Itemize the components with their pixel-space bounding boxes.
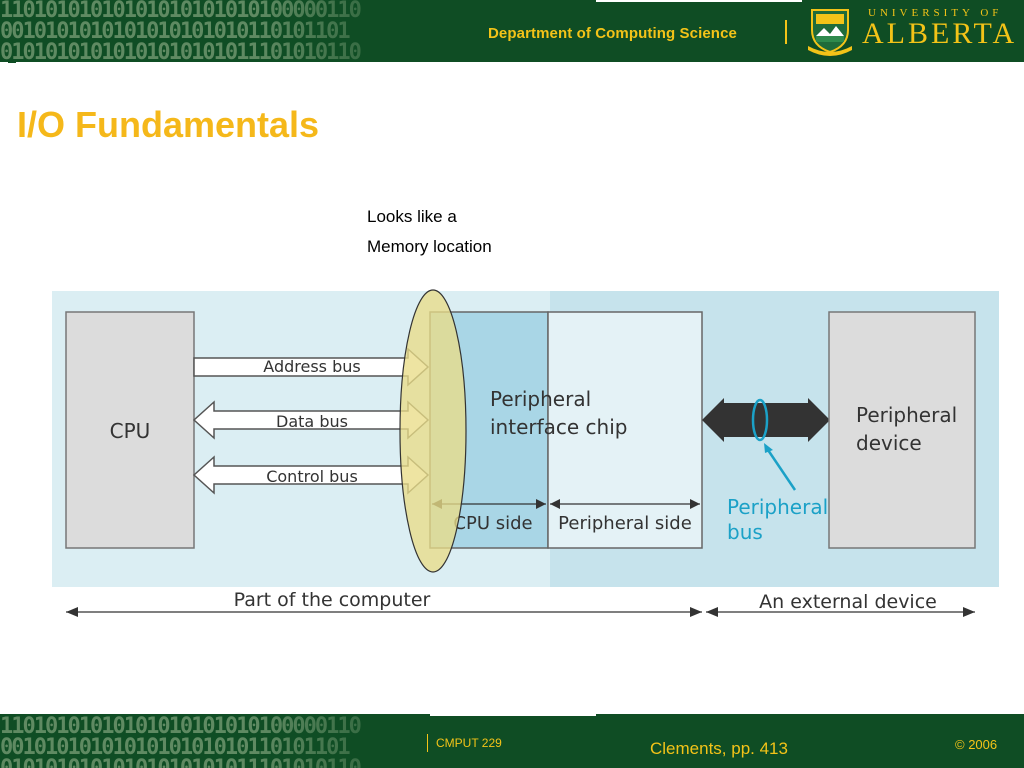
logo-label-main: ALBERTA [862, 17, 1018, 50]
binary-fade [0, 0, 470, 62]
arrowhead [690, 499, 700, 509]
university-crest-icon [808, 9, 852, 56]
data-bus-label: Data bus [276, 412, 348, 431]
corner-mark [8, 62, 16, 63]
device-label-line2: device [856, 431, 922, 455]
arrowhead [764, 443, 773, 453]
footer-divider [427, 734, 428, 752]
peripheral-bus-pointer [764, 446, 797, 491]
binary-fade [0, 714, 470, 768]
peripheral-device-box [828, 311, 976, 549]
memory-note: Looks like a Memory location [367, 202, 492, 262]
chip-label-line2: interface chip [490, 415, 627, 439]
peripheral-bus-label-line1: Peripheral [727, 495, 828, 519]
department-name: Department of Computing Science [488, 25, 737, 42]
header-divider [785, 20, 787, 44]
memory-location-highlight [399, 289, 467, 573]
reference-text: Clements, pp. 413 [650, 739, 788, 758]
peripheral-bus-label-line2: bus [727, 520, 763, 544]
logo-label-top: UNIVERSITY OF [868, 7, 1003, 19]
arrowhead [690, 607, 702, 617]
note-line: Looks like a [367, 207, 457, 226]
header-band: 11010101010101010101010100000110 0010101… [0, 0, 1024, 62]
cpu-box [65, 311, 195, 549]
chip-label-line1: Peripheral [490, 387, 591, 411]
footer-accent-line [430, 714, 596, 716]
part-of-computer-label: Part of the computer [234, 589, 431, 611]
arrowhead [706, 607, 718, 617]
arrowhead [536, 499, 546, 509]
header-accent-line [596, 0, 802, 2]
cpu-label: CPU [110, 419, 151, 443]
arrowhead [963, 607, 975, 617]
io-diagram: CPU Address bus Data bus Control bus Per… [52, 289, 999, 617]
footer-band: 11010101010101010101010100000110 0010101… [0, 714, 1024, 768]
device-label-line1: Peripheral [856, 403, 957, 427]
cpu-side-label: CPU side [453, 513, 532, 534]
arrowhead [550, 499, 560, 509]
peripheral-side-label: Peripheral side [558, 513, 692, 534]
arrowhead [66, 607, 78, 617]
control-bus-label: Control bus [266, 467, 358, 486]
note-line: Memory location [367, 237, 492, 256]
copyright-text: © 2006 [955, 737, 998, 752]
slide-title: I/O Fundamentals [17, 104, 320, 145]
course-code: CMPUT 229 [436, 736, 502, 750]
chip-peripheral-side [547, 311, 703, 549]
peripheral-bus-ring [751, 398, 769, 442]
external-device-label: An external device [759, 591, 937, 613]
address-bus-label: Address bus [263, 357, 360, 376]
